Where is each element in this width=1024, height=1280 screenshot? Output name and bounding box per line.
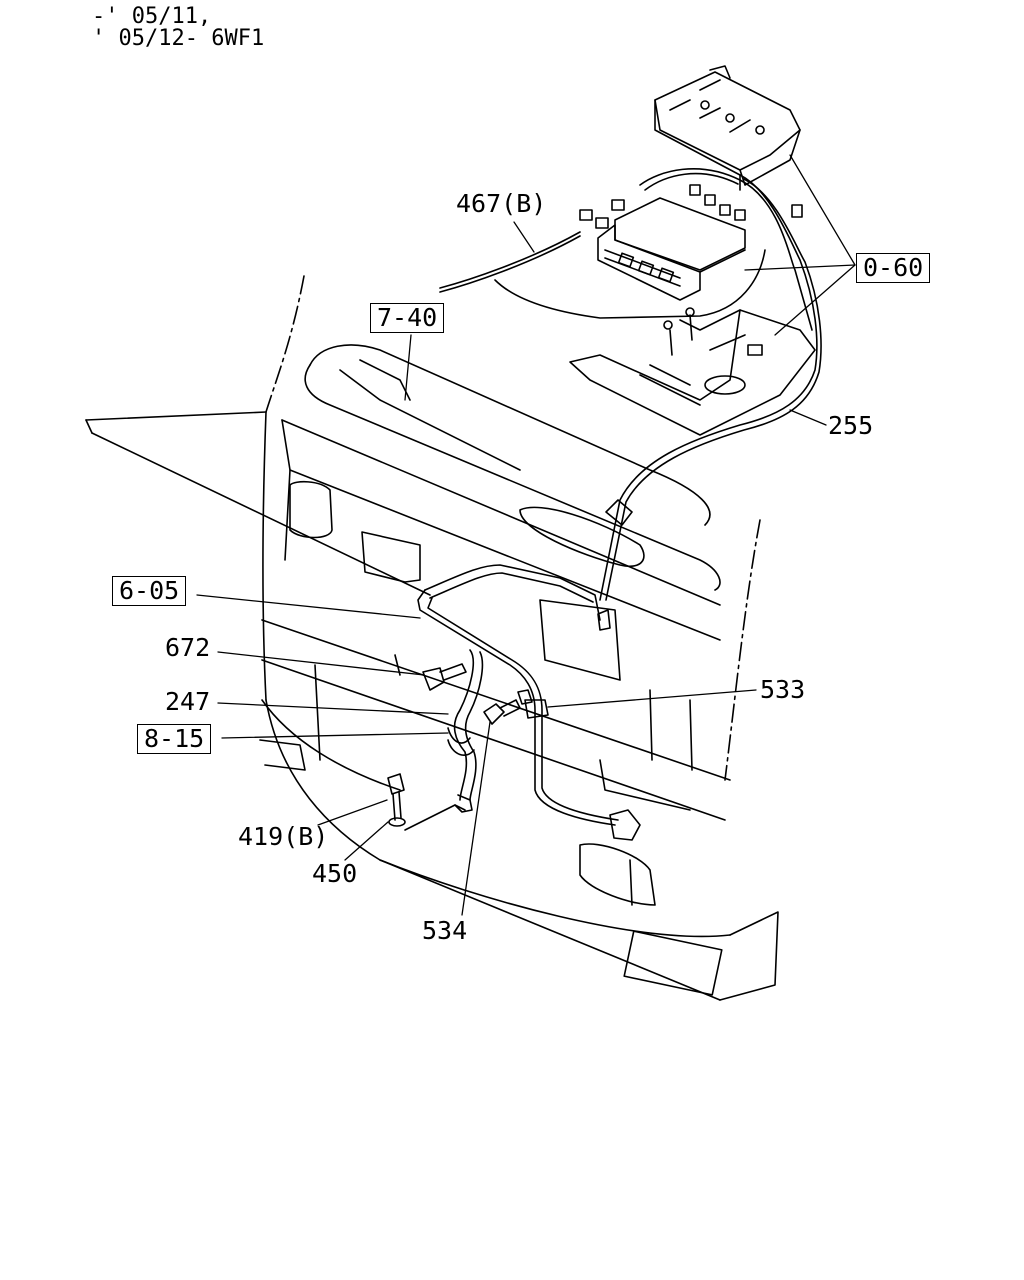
leader-060-a (790, 155, 855, 265)
leader-815 (222, 733, 448, 738)
grille-frame (260, 345, 730, 905)
callout-533: 533 (760, 675, 806, 704)
leader-255 (790, 410, 826, 425)
header-line-2: ' 05/12- 6WF1 (92, 26, 265, 51)
leader-060-c (775, 265, 855, 335)
callout-672: 672 (165, 633, 211, 662)
leader-740 (405, 335, 411, 400)
header-line-1: -' 05/11, (92, 4, 212, 29)
callout-7-40: 7-40 (370, 303, 445, 333)
callout-8-15: 8-15 (137, 724, 212, 754)
callout-247: 247 (165, 687, 211, 716)
leader-lines (197, 155, 855, 915)
hose-and-fasteners (388, 650, 548, 830)
callout-6-05: 6-05 (112, 576, 187, 606)
leader-605 (197, 595, 420, 618)
leader-247 (218, 703, 448, 714)
leader-419b (318, 800, 387, 825)
leader-450 (345, 822, 388, 860)
upper-bracket (655, 66, 800, 190)
leader-672 (218, 652, 424, 675)
callout-0-60: 0-60 (856, 253, 931, 283)
leader-060-b (745, 265, 855, 270)
callout-419b: 419(B) (238, 822, 329, 851)
callout-534: 534 (422, 916, 468, 945)
leader-467b (514, 222, 534, 252)
callout-450: 450 (312, 859, 358, 888)
leader-534 (462, 722, 490, 915)
leader-533 (548, 690, 756, 707)
controller-unit (580, 185, 802, 300)
mounting-tray (570, 308, 815, 435)
callout-467b: 467(B) (456, 189, 547, 218)
wire-harness (418, 169, 821, 840)
callout-255: 255 (828, 411, 874, 440)
hood-panel (86, 276, 778, 1000)
